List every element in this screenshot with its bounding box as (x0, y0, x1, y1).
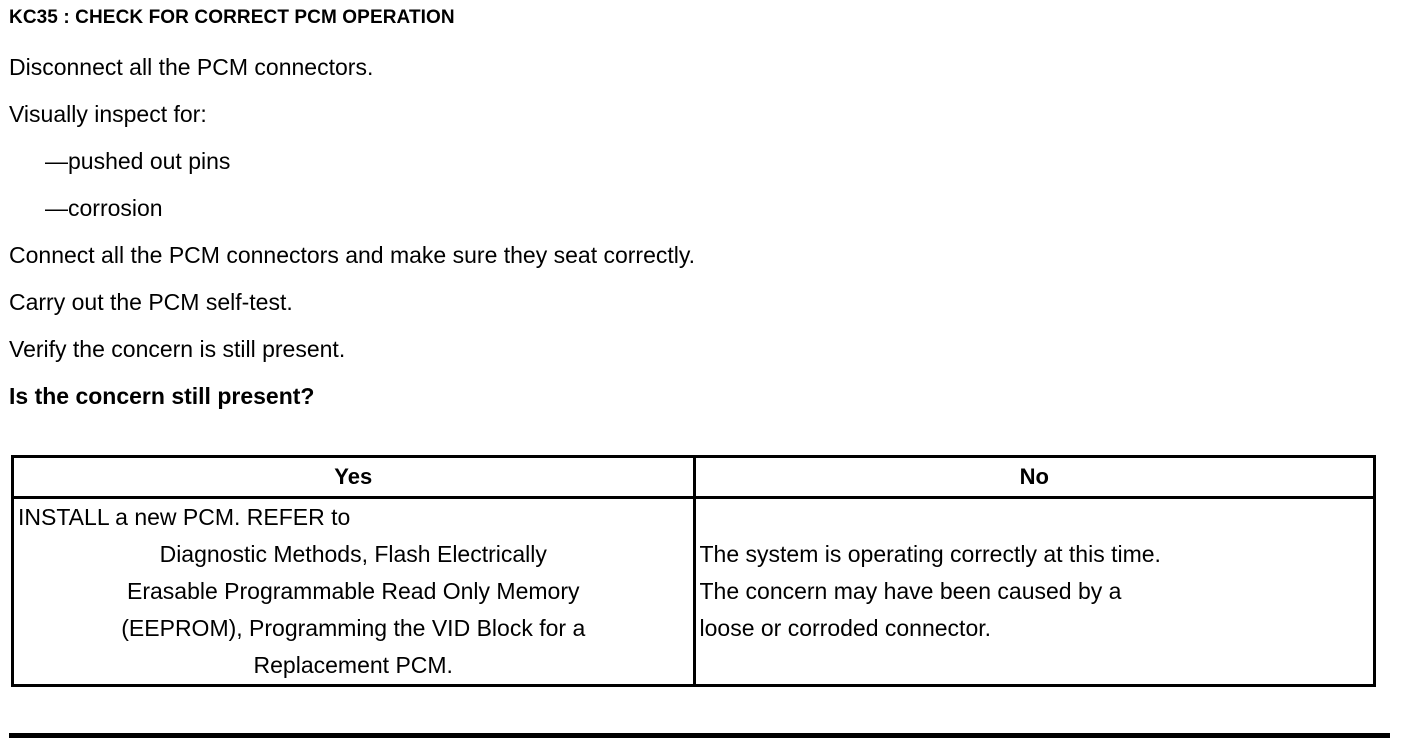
instruction-line: Connect all the PCM connectors and make … (9, 242, 696, 268)
instruction-line: Carry out the PCM self-test. (9, 289, 293, 315)
table-cell-no: The system is operating correctly at thi… (696, 499, 1374, 684)
footer-divider (9, 733, 1390, 738)
decision-question: Is the concern still present? (9, 383, 315, 409)
page-title: KC35 : CHECK FOR CORRECT PCM OPERATION (9, 7, 455, 28)
table-row: INSTALL a new PCM. REFER to Diagnostic M… (14, 499, 1373, 684)
instruction-list: Disconnect all the PCM connectors. Visua… (9, 44, 1389, 420)
decision-table: Yes No INSTALL a new PCM. REFER to Diagn… (11, 455, 1376, 687)
yes-action-line: Diagnostic Methods, Flash Electrically (159, 541, 547, 567)
instruction-line: Visually inspect for: (9, 101, 207, 127)
instruction-line: —pushed out pins (45, 148, 231, 174)
table-cell-yes: INSTALL a new PCM. REFER to Diagnostic M… (14, 499, 696, 684)
table-header-cell-no: No (696, 458, 1374, 496)
no-action-line: loose or corroded connector. (699, 615, 992, 641)
yes-action-line: INSTALL a new PCM. REFER to (18, 504, 351, 530)
column-header-no: No (1019, 464, 1049, 489)
column-header-yes: Yes (334, 464, 373, 489)
instruction-line: Verify the concern is still present. (9, 336, 346, 362)
no-action-line: The system is operating correctly at thi… (699, 541, 1161, 567)
no-action-line: The concern may have been caused by a (699, 578, 1122, 604)
no-action-text: The system is operating correctly at thi… (696, 499, 1374, 684)
instruction-line: —corrosion (45, 195, 163, 221)
table-header-row: Yes No (14, 458, 1373, 499)
yes-action-text: INSTALL a new PCM. REFER to Diagnostic M… (14, 499, 693, 684)
yes-action-line: Erasable Programmable Read Only Memory (126, 578, 580, 604)
yes-action-line: Replacement PCM. (253, 652, 453, 678)
table-header-cell-yes: Yes (14, 458, 696, 496)
instruction-line: Disconnect all the PCM connectors. (9, 54, 374, 80)
yes-action-line: (EEPROM), Programming the VID Block for … (121, 615, 586, 641)
